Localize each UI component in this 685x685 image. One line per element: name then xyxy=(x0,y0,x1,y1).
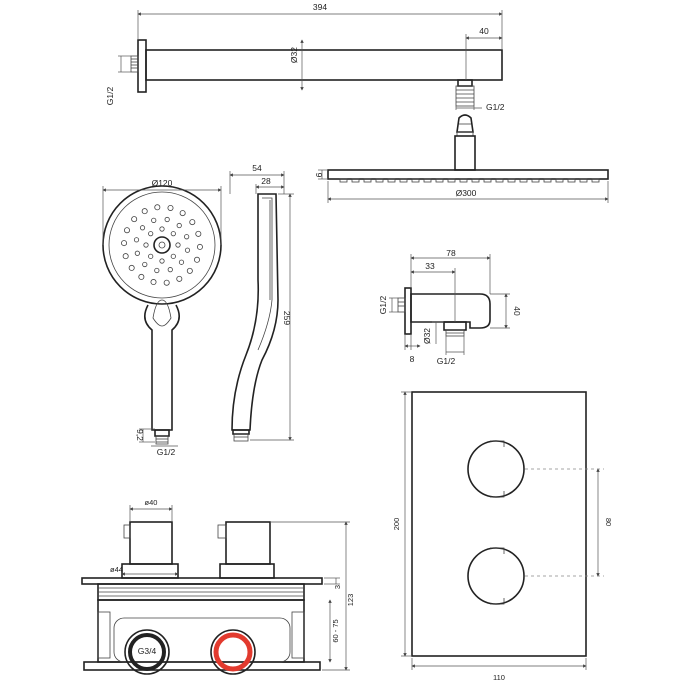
spray-nozzle xyxy=(154,267,160,274)
arm-wall-thread-label: G1/2 xyxy=(105,87,115,106)
spray-nozzle xyxy=(133,237,140,243)
spray-nozzle xyxy=(143,242,149,248)
outlet-width-label: 78 xyxy=(446,248,456,258)
hand-thread-label: G1/2 xyxy=(157,447,176,457)
nozzle xyxy=(567,178,576,183)
hand-diameter-label: Ø120 xyxy=(152,178,173,188)
nozzle xyxy=(411,178,420,183)
install-depth-label: 60 - 75 xyxy=(331,619,340,642)
spindle-diameter-label: ø44 xyxy=(110,565,123,574)
spray-nozzle xyxy=(148,253,154,259)
spray-nozzle xyxy=(164,216,170,223)
arm-offset-label: 40 xyxy=(479,26,489,36)
shower-arm xyxy=(118,10,503,110)
spray-nozzle xyxy=(142,261,148,268)
outlet-diameter-label: Ø32 xyxy=(422,328,432,344)
spray-nozzle xyxy=(184,234,190,240)
spray-nozzle xyxy=(194,256,201,263)
spray-nozzle xyxy=(128,264,135,271)
spray-nozzle xyxy=(154,204,161,211)
head-thickness-label: 9 xyxy=(314,173,324,178)
spray-nozzle xyxy=(170,253,176,259)
nozzle xyxy=(459,178,468,183)
nozzle xyxy=(519,178,528,183)
arm-diameter-label: Ø32 xyxy=(289,47,299,63)
head-diameter-label: Ø300 xyxy=(456,188,477,198)
valve-body xyxy=(81,505,350,675)
hand-shower-front xyxy=(102,185,222,447)
spray-nozzle xyxy=(131,216,138,223)
hand-depth-label: 54 xyxy=(252,163,262,173)
spray-nozzle xyxy=(139,225,146,231)
spray-nozzle xyxy=(138,273,145,280)
nozzle xyxy=(435,178,444,183)
spray-nozzle xyxy=(167,267,173,273)
inlet-thread-label: G3/4 xyxy=(138,646,157,656)
hand-length-label: 259 xyxy=(282,311,292,325)
nozzle xyxy=(351,178,360,183)
spray-nozzle xyxy=(184,247,191,253)
flange-label: 3 xyxy=(333,585,342,589)
outlet-height-label: 40 xyxy=(512,306,522,316)
spray-nozzle xyxy=(178,259,185,265)
outlet-thread-left-label: G1/2 xyxy=(378,296,388,315)
outlet-base-depth-label: 8 xyxy=(410,354,415,364)
spray-nozzle xyxy=(175,242,181,248)
nozzle xyxy=(507,178,516,183)
cartridge-diameter-label: ø40 xyxy=(145,498,158,507)
nozzle xyxy=(543,178,552,183)
spray-nozzle xyxy=(186,267,193,274)
nozzle xyxy=(399,178,408,183)
spray-nozzle xyxy=(176,275,183,282)
nozzle xyxy=(339,178,348,183)
plate-width-label: 110 xyxy=(493,673,505,682)
nozzle xyxy=(447,178,456,183)
nozzle xyxy=(495,178,504,183)
spray-nozzle xyxy=(163,279,170,286)
nozzle xyxy=(387,178,396,183)
hand-handle-depth-label: 28 xyxy=(261,176,271,186)
nozzle xyxy=(471,178,480,183)
spray-nozzle xyxy=(167,204,174,211)
nozzle xyxy=(483,178,492,183)
spray-nozzle xyxy=(148,231,154,237)
plate-height-label: 200 xyxy=(392,518,401,531)
outlet-offset-label: 33 xyxy=(425,261,435,271)
spray-nozzle xyxy=(189,219,196,226)
arm-length-label: 394 xyxy=(313,2,327,12)
spray-nozzle xyxy=(159,258,165,264)
wall-outlet xyxy=(389,254,510,355)
spray-nozzle xyxy=(141,208,148,215)
total-depth-label: 123 xyxy=(346,594,355,607)
outlet-thread-bottom-label: G1/2 xyxy=(437,356,456,366)
spray-nozzle xyxy=(170,231,176,237)
nozzle xyxy=(531,178,540,183)
spray-nozzle xyxy=(122,253,129,260)
hand-outlet-length-label: 9,2 xyxy=(135,429,145,441)
nozzle xyxy=(363,178,372,183)
nozzle xyxy=(375,178,384,183)
nozzle xyxy=(555,178,564,183)
overhead-shower xyxy=(318,114,609,203)
arm-outlet-thread-label: G1/2 xyxy=(486,102,505,112)
hand-shower-side xyxy=(229,171,294,442)
cover-plate xyxy=(401,391,604,670)
spray-nozzle xyxy=(123,227,130,234)
knob-spacing-label: 80 xyxy=(604,518,613,526)
nozzle xyxy=(423,178,432,183)
spray-nozzle xyxy=(150,279,157,286)
spray-nozzle xyxy=(151,217,157,223)
spray-nozzle xyxy=(195,230,202,237)
spray-nozzle xyxy=(196,243,203,250)
nozzle xyxy=(579,178,588,183)
spray-nozzle xyxy=(159,226,165,232)
spray-nozzle xyxy=(176,222,182,229)
spray-nozzle xyxy=(134,250,140,256)
nozzle xyxy=(591,178,600,183)
spray-nozzle xyxy=(121,240,128,247)
spray-nozzle xyxy=(179,210,186,217)
